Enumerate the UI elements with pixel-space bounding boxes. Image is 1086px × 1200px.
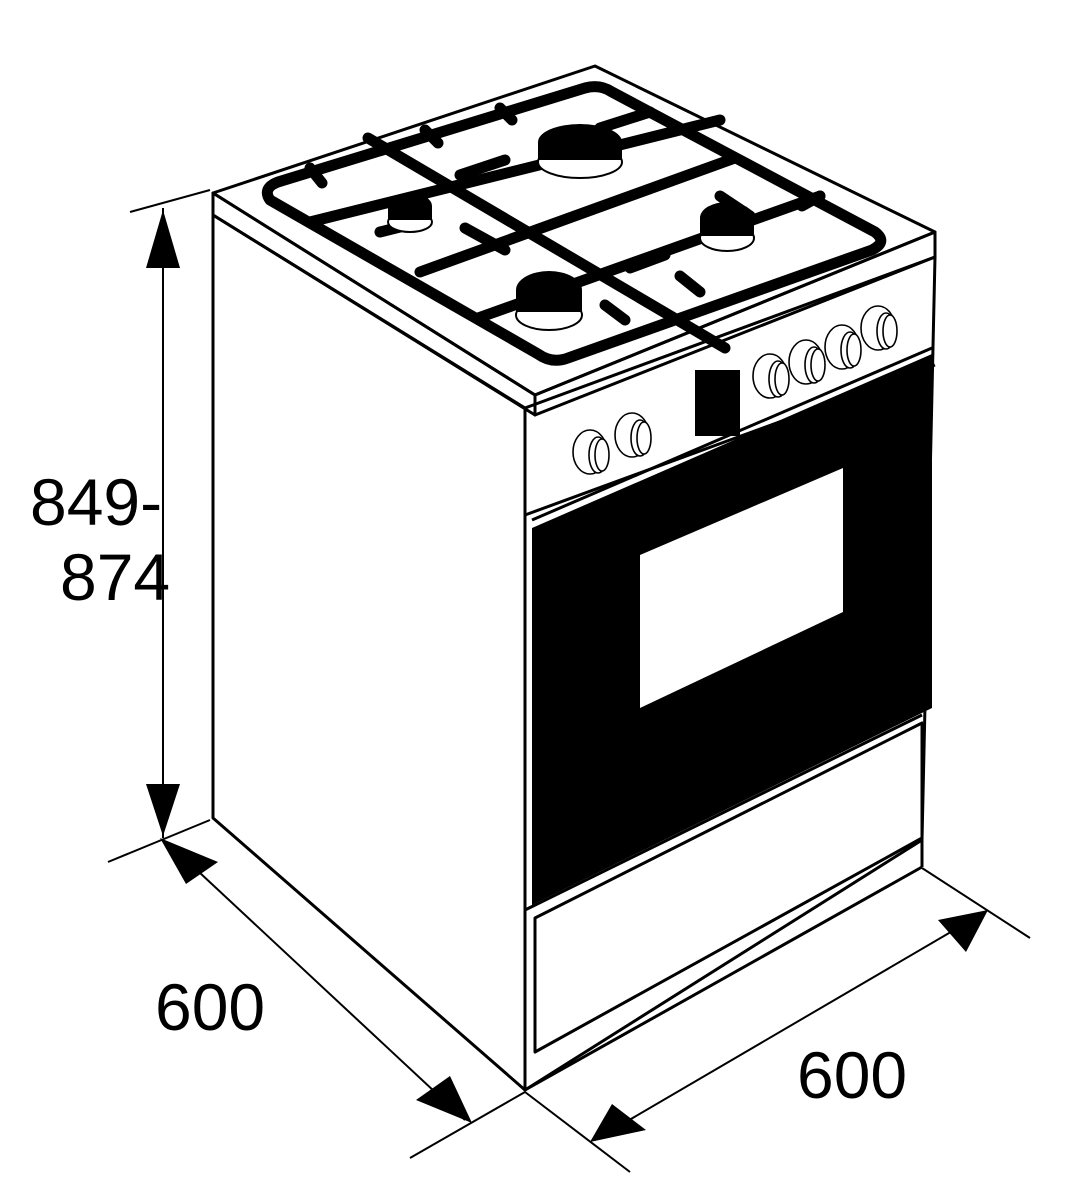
burner-left bbox=[387, 193, 433, 233]
display bbox=[695, 370, 740, 436]
width-label: 600 bbox=[797, 1038, 907, 1112]
oven-door bbox=[531, 346, 933, 905]
oven-window bbox=[640, 468, 843, 708]
depth-label: 600 bbox=[155, 970, 265, 1044]
burner-front bbox=[515, 271, 583, 331]
knob bbox=[752, 353, 790, 399]
arrow-upright-icon bbox=[938, 910, 988, 952]
height-label-line1: 849- bbox=[30, 465, 162, 539]
side-panel bbox=[211, 213, 527, 1092]
hob-edge-left bbox=[211, 191, 537, 417]
knob bbox=[614, 412, 652, 458]
burner-right bbox=[699, 202, 755, 252]
depth-dimension bbox=[160, 838, 526, 1159]
control-panel bbox=[524, 305, 936, 517]
arrow-up-icon bbox=[146, 210, 180, 268]
width-dimension bbox=[524, 867, 1031, 1173]
knob bbox=[824, 324, 862, 370]
burner-rear bbox=[537, 124, 623, 179]
cooker-body bbox=[211, 64, 937, 1092]
plinth-line bbox=[524, 865, 923, 1092]
drawer bbox=[524, 713, 924, 1054]
arrow-downleft-icon bbox=[590, 1104, 646, 1142]
drawer-front bbox=[533, 721, 924, 1054]
knob bbox=[572, 429, 610, 475]
arrow-upleft-icon bbox=[160, 838, 218, 884]
burners bbox=[387, 124, 755, 331]
height-label-line2: 874 bbox=[60, 540, 170, 614]
height-dimension bbox=[107, 189, 211, 863]
arrow-downright-icon bbox=[416, 1076, 472, 1123]
arrow-down-icon bbox=[146, 784, 180, 836]
knob bbox=[788, 339, 826, 385]
knob bbox=[860, 305, 898, 351]
